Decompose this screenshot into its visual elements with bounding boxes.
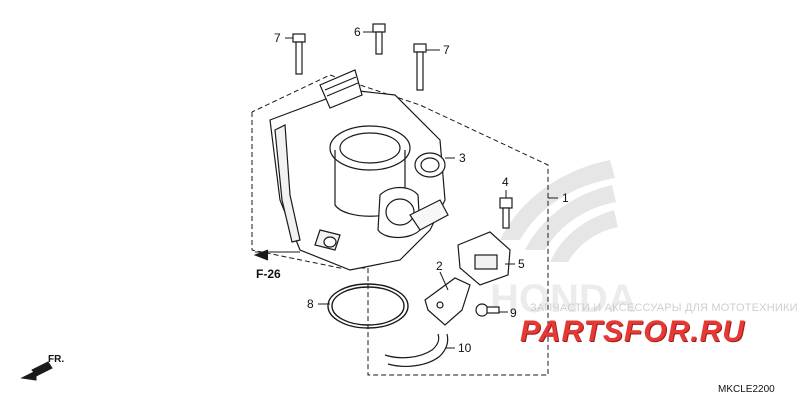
callout-10: 10: [458, 341, 472, 355]
bolt-9: [475, 303, 500, 317]
bolt-7-right: [413, 43, 427, 91]
bolt-7-left: [292, 33, 306, 75]
reference-f26: F-26: [256, 267, 281, 281]
throttle-body: [269, 89, 449, 271]
callout-9: 9: [510, 306, 517, 320]
front-direction-arrow: [20, 361, 53, 381]
sensor-5: [457, 231, 511, 286]
callout-3: 3: [459, 151, 466, 165]
callout-6: 6: [354, 25, 361, 39]
watermark-logo: PARTSFOR.RU: [520, 315, 745, 348]
callout-7-right: 7: [443, 43, 450, 57]
direction-label: FR.: [48, 354, 65, 365]
o-ring-8: [327, 283, 409, 329]
diagram-code: MKCLE2200: [718, 384, 775, 395]
watermark-tagline: ЗАПЧАСТИ И АКСЕССУАРЫ ДЛЯ МОТОТЕХНИКИ: [530, 302, 798, 314]
bolt-6: [372, 23, 386, 55]
callout-8: 8: [307, 297, 314, 311]
callout-5: 5: [518, 257, 525, 271]
throttle-body-connector: [319, 69, 363, 109]
brand-wing-watermark: [500, 160, 618, 262]
tube-10: [384, 333, 449, 367]
callout-1: 1: [562, 191, 569, 205]
callout-7-left: 7: [274, 31, 281, 45]
callout-4: 4: [502, 175, 509, 189]
leader-lines: [253, 31, 558, 349]
callout-2: 2: [436, 259, 443, 273]
assembly-boundary: [251, 74, 549, 376]
bracket-2: [424, 277, 471, 326]
brand-wordmark-watermark: HONDA: [490, 277, 637, 321]
